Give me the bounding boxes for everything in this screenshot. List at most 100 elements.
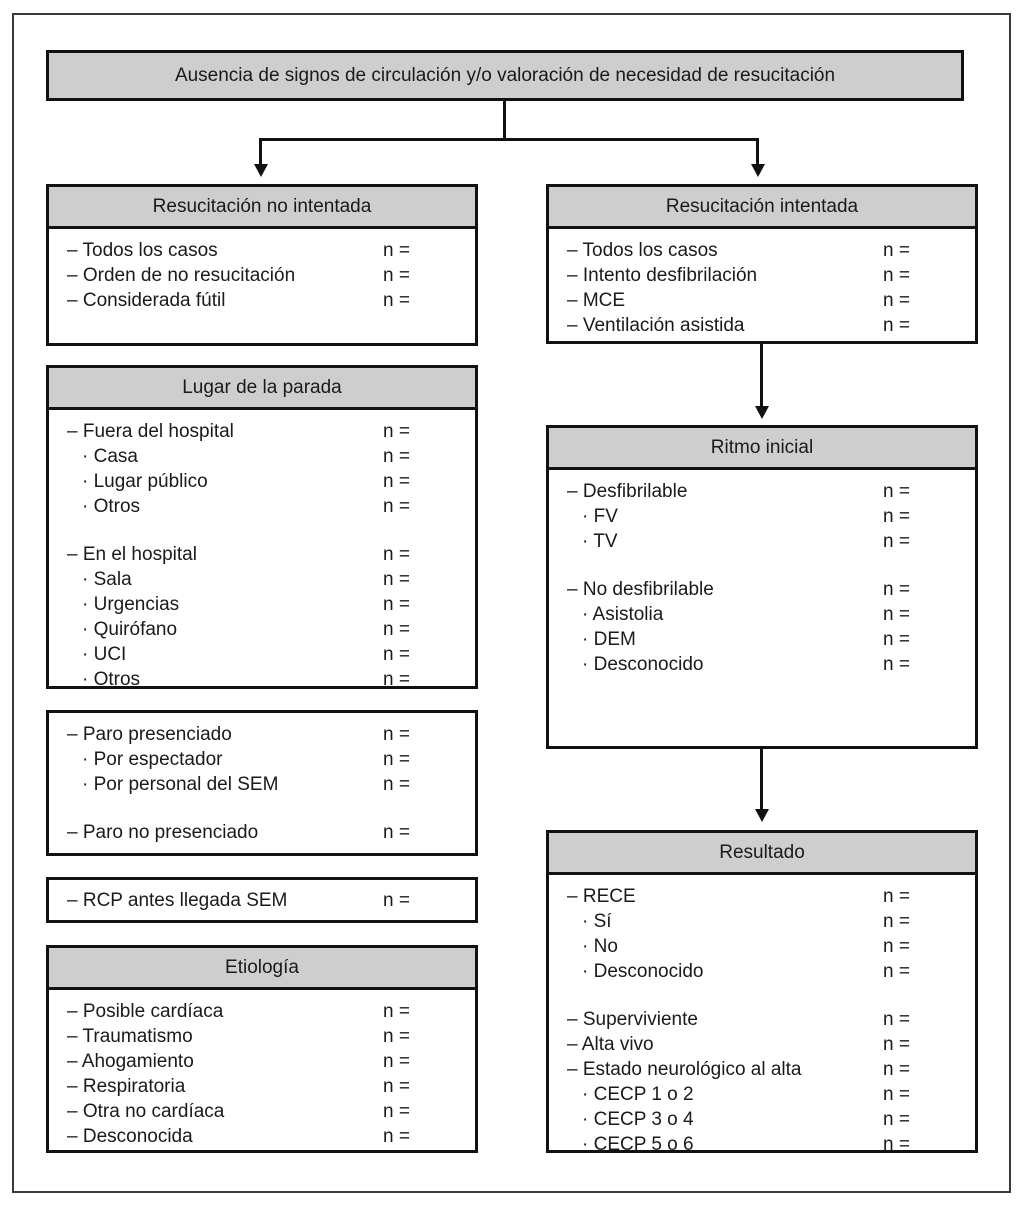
item-label: – Fuera del hospital (67, 421, 234, 442)
list-item: · CECP 1 o 2 n = (565, 1082, 963, 1107)
list-item: – Fuera del hospital n = (65, 419, 463, 444)
list-item: – Paro presenciado n = (65, 722, 463, 747)
box-rows: – Paro presenciado n = · Por espectador … (49, 713, 475, 845)
list-item: – Estado neurológico al alta n = (565, 1057, 963, 1082)
diagram-frame (12, 13, 1011, 1193)
box-rows: – Posible cardíaca n = – Traumatismo n =… (49, 990, 475, 1149)
list-item: · Casa n = (65, 444, 463, 469)
box-rows: – Fuera del hospital n = · Casa n = · Lu… (49, 410, 475, 689)
connector-right-drop (756, 138, 759, 166)
item-n-value: n = (883, 911, 910, 932)
list-item: – RCP antes llegada SEM n = (65, 888, 463, 913)
item-label: – Respiratoria (67, 1076, 186, 1097)
arrowhead-rhythm (755, 406, 769, 419)
list-item: · CECP 5 o 6 n = (565, 1132, 963, 1153)
item-label: – En el hospital (67, 544, 197, 565)
list-item: · UCI n = (65, 642, 463, 667)
list-item: · CECP 3 o 4 n = (565, 1107, 963, 1132)
item-label (65, 797, 67, 820)
item-label: – Otra no cardíaca (67, 1101, 225, 1122)
item-label: · Quirófano (82, 619, 178, 640)
list-item: · Sala n = (65, 567, 463, 592)
item-label: – Orden de no resucitación (67, 265, 296, 286)
list-item: · Urgencias n = (65, 592, 463, 617)
item-n-value: n = (383, 724, 410, 745)
item-n-value: n = (883, 654, 910, 675)
list-item: – RECE n = (565, 884, 963, 909)
connector-rhythm-to-outcome (760, 749, 763, 811)
item-label: · FV (582, 506, 618, 527)
list-item: · Por espectador n = (65, 747, 463, 772)
list-item: – Ahogamiento n = (65, 1049, 463, 1074)
box-header-etiology: Etiología (49, 948, 475, 990)
list-item: – Todos los casos n = (565, 238, 963, 263)
list-item: · Sí n = (565, 909, 963, 934)
item-label: – Posible cardíaca (67, 1001, 224, 1022)
box-witnessed-arrest: – Paro presenciado n = · Por espectador … (46, 710, 478, 856)
list-item: – Considerada fútil n = (65, 288, 463, 313)
item-label: · TV (582, 531, 618, 552)
list-item: · Desconocido n = (565, 652, 963, 677)
list-item: · Por personal del SEM n = (65, 772, 463, 797)
connector-left-drop (259, 138, 262, 166)
list-item: · Lugar público n = (65, 469, 463, 494)
item-n-value: n = (883, 1009, 910, 1030)
item-n-value: n = (883, 315, 910, 336)
list-item (565, 554, 963, 577)
item-n-value: n = (383, 471, 410, 492)
list-item: – En el hospital n = (65, 542, 463, 567)
item-n-value: n = (383, 669, 410, 689)
box-title: Resucitación intentada (665, 195, 859, 217)
list-item: – MCE n = (565, 288, 963, 313)
list-item: – Alta vivo n = (565, 1032, 963, 1057)
connector-branch-horizontal (259, 138, 759, 141)
box-rows: – Todos los casos n = – Orden de no resu… (49, 229, 475, 313)
arrowhead-right-branch (751, 164, 765, 177)
box-rows: – Desfibrilable n = · FV n = · TV n = – … (549, 470, 975, 677)
list-item: – Respiratoria n = (65, 1074, 463, 1099)
item-label: · Por espectador (82, 749, 223, 770)
item-n-value: n = (383, 774, 410, 795)
box-rows: – RECE n = · Sí n = · No n = · Desconoci… (549, 875, 975, 1153)
item-n-value: n = (383, 1026, 410, 1047)
banner-label: Ausencia de signos de circulación y/o va… (174, 64, 836, 86)
item-label: – Superviviente (567, 1009, 698, 1030)
banner-assessment: Ausencia de signos de circulación y/o va… (46, 50, 964, 101)
item-label: · DEM (582, 629, 636, 650)
item-label: · CECP 5 o 6 (582, 1134, 694, 1153)
item-label: · CECP 1 o 2 (582, 1084, 694, 1105)
item-n-value: n = (383, 822, 410, 843)
list-item: – Posible cardíaca n = (65, 999, 463, 1024)
arrowhead-left-branch (254, 164, 268, 177)
list-item (565, 984, 963, 1007)
item-n-value: n = (383, 749, 410, 770)
connector-banner-stem (503, 101, 506, 140)
item-label: – RECE (567, 886, 636, 907)
item-label: · No (582, 936, 618, 957)
item-n-value: n = (383, 1101, 410, 1122)
item-n-value: n = (883, 1084, 910, 1105)
list-item: – Orden de no resucitación n = (65, 263, 463, 288)
item-n-value: n = (883, 579, 910, 600)
list-item: – Traumatismo n = (65, 1024, 463, 1049)
item-n-value (883, 554, 963, 577)
box-rows: – Todos los casos n = – Intento desfibri… (549, 229, 975, 338)
item-n-value: n = (383, 421, 410, 442)
item-n-value: n = (383, 265, 410, 286)
item-label: – Ahogamiento (67, 1051, 194, 1072)
list-item: – Otra no cardíaca n = (65, 1099, 463, 1124)
list-item: – Todos los casos n = (65, 238, 463, 263)
item-label: – RCP antes llegada SEM (67, 890, 288, 911)
list-item: – Paro no presenciado n = (65, 820, 463, 845)
box-cpr-before-ems: – RCP antes llegada SEM n = (46, 877, 478, 923)
box-title: Resultado (719, 841, 805, 863)
box-header-outcome: Resultado (549, 833, 975, 875)
list-item: · DEM n = (565, 627, 963, 652)
item-n-value: n = (383, 446, 410, 467)
item-n-value: n = (883, 604, 910, 625)
arrowhead-outcome (755, 809, 769, 822)
item-n-value: n = (883, 1059, 910, 1080)
item-n-value: n = (883, 629, 910, 650)
item-label: · Lugar público (82, 471, 208, 492)
item-label: – MCE (567, 290, 626, 311)
